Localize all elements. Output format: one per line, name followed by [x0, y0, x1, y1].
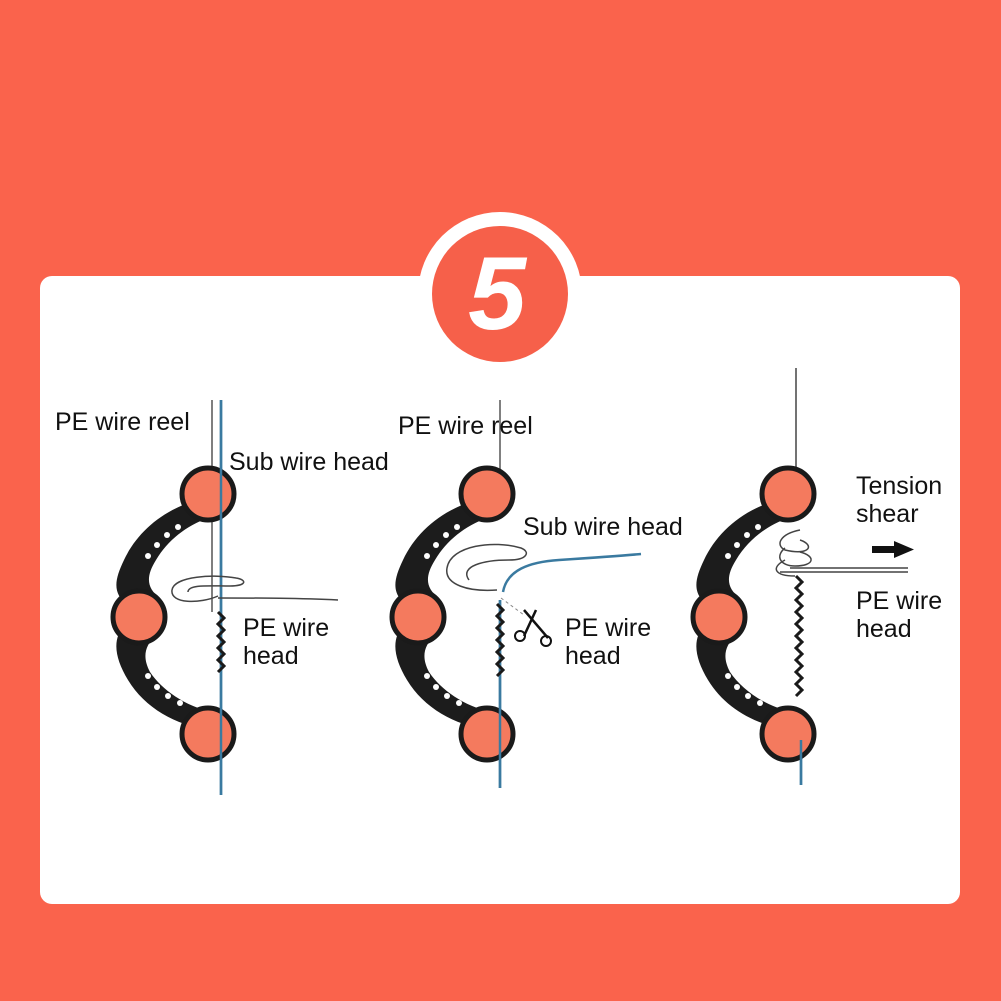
step-badge-inner: 5 — [432, 226, 568, 362]
label-pe-wire-head-1: PE wire — [565, 614, 652, 642]
knot-wraps — [215, 610, 227, 674]
label-sub-wire-head: Sub wire head — [523, 513, 683, 541]
panel-1-diagram — [113, 400, 339, 795]
sub-wire-loop — [171, 575, 339, 603]
wire-knot-tool — [113, 468, 234, 760]
label-pe-wire-head-2: head — [856, 615, 912, 643]
wire-coil — [775, 529, 812, 577]
label-tension-1: Tension — [856, 472, 943, 500]
pe-wire-end — [501, 552, 642, 593]
label-pe-wire-reel: PE wire reel — [398, 412, 533, 440]
step-badge: 5 — [418, 212, 582, 376]
label-pe-wire-head-1: PE wire — [243, 614, 330, 642]
panel-3-diagram — [693, 368, 908, 785]
wire-knot-tool — [392, 468, 513, 760]
step-number: 5 — [468, 236, 526, 352]
wire-knot-tool — [693, 468, 814, 760]
label-tension-2: shear — [856, 500, 919, 528]
instruction-card — [40, 276, 960, 904]
scissors-icon — [514, 609, 552, 647]
label-pe-wire-head-2: head — [565, 642, 621, 670]
sub-wire-loop — [446, 543, 528, 592]
arrow-right-icon — [872, 541, 914, 558]
knot-wraps — [494, 602, 506, 678]
label-pe-wire-head-1: PE wire — [856, 587, 943, 615]
panel-2-diagram — [392, 400, 642, 788]
knot-wraps — [793, 574, 805, 698]
label-sub-wire-head: Sub wire head — [229, 448, 389, 476]
label-pe-wire-reel: PE wire reel — [55, 408, 190, 436]
label-pe-wire-head-2: head — [243, 642, 299, 670]
